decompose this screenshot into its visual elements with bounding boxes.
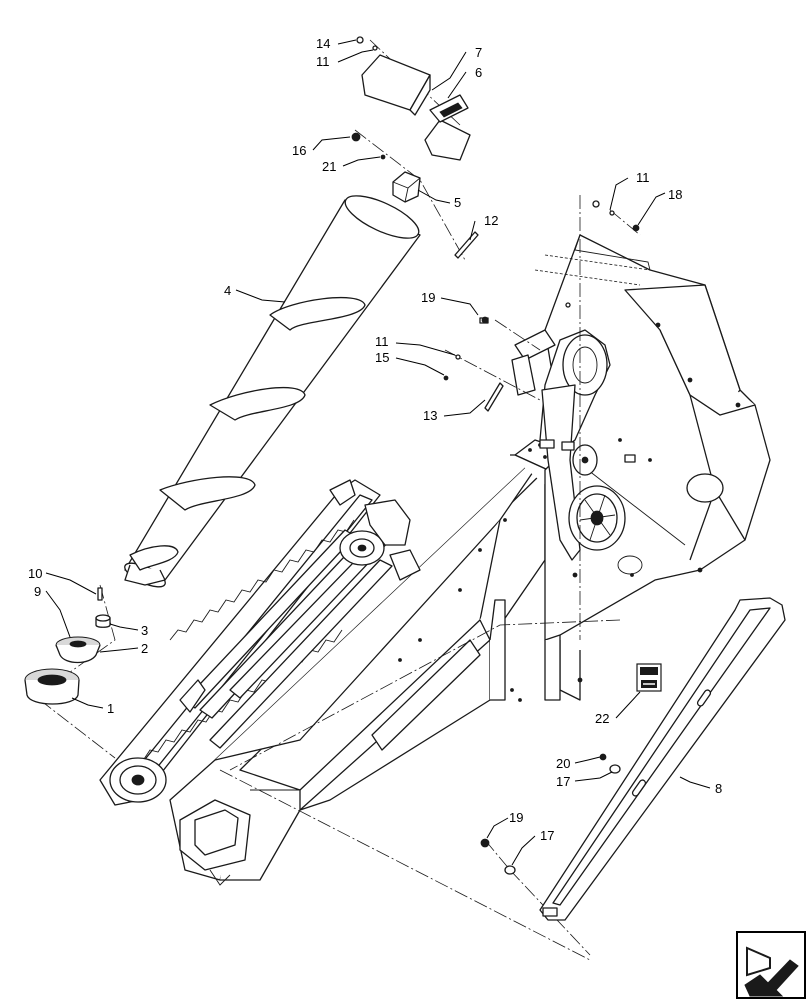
callout-5: 5 [454, 195, 461, 210]
auger-bearing-parts [24, 587, 111, 705]
callout-18: 18 [668, 187, 682, 202]
unloading-auger [124, 195, 421, 588]
navigation-arrow-icon[interactable] [736, 931, 806, 999]
callout-13: 13 [423, 408, 437, 423]
callout-1: 1 [107, 701, 114, 716]
callout-8: 8 [715, 781, 722, 796]
callout-6: 6 [475, 65, 482, 80]
callout-12: 12 [484, 213, 498, 228]
feeder-housing [169, 439, 571, 886]
callout-19-lower: 19 [509, 810, 523, 825]
callout-11: 11 [316, 54, 330, 69]
gearbox-housing [511, 234, 771, 701]
callout-4: 4 [224, 283, 231, 298]
callout-19-upper: 19 [421, 290, 435, 305]
callout-9: 9 [34, 584, 41, 599]
callout-14: 14 [316, 36, 330, 51]
decal-label-icon [636, 663, 662, 692]
side-shield [539, 597, 786, 921]
callout-10: 10 [28, 566, 42, 581]
callout-labels: 14 11 7 6 16 21 5 12 4 19 11 15 13 11 18… [28, 36, 722, 843]
callout-11-mid: 11 [375, 334, 389, 349]
callout-20: 20 [556, 756, 570, 771]
callout-11-right: 11 [636, 170, 650, 185]
callout-3: 3 [141, 623, 148, 638]
feeder-chain-assembly [99, 479, 421, 806]
callout-17-lower: 17 [540, 828, 554, 843]
callout-16: 16 [292, 143, 306, 158]
callout-15: 15 [375, 350, 389, 365]
callout-7: 7 [475, 45, 482, 60]
shield-fasteners [480, 753, 621, 875]
callout-21: 21 [322, 159, 336, 174]
auger-top-parts [351, 36, 640, 412]
callout-leaders [45, 39, 711, 866]
callout-22: 22 [595, 711, 609, 726]
callout-2: 2 [141, 641, 148, 656]
callout-17-upper: 17 [556, 774, 570, 789]
